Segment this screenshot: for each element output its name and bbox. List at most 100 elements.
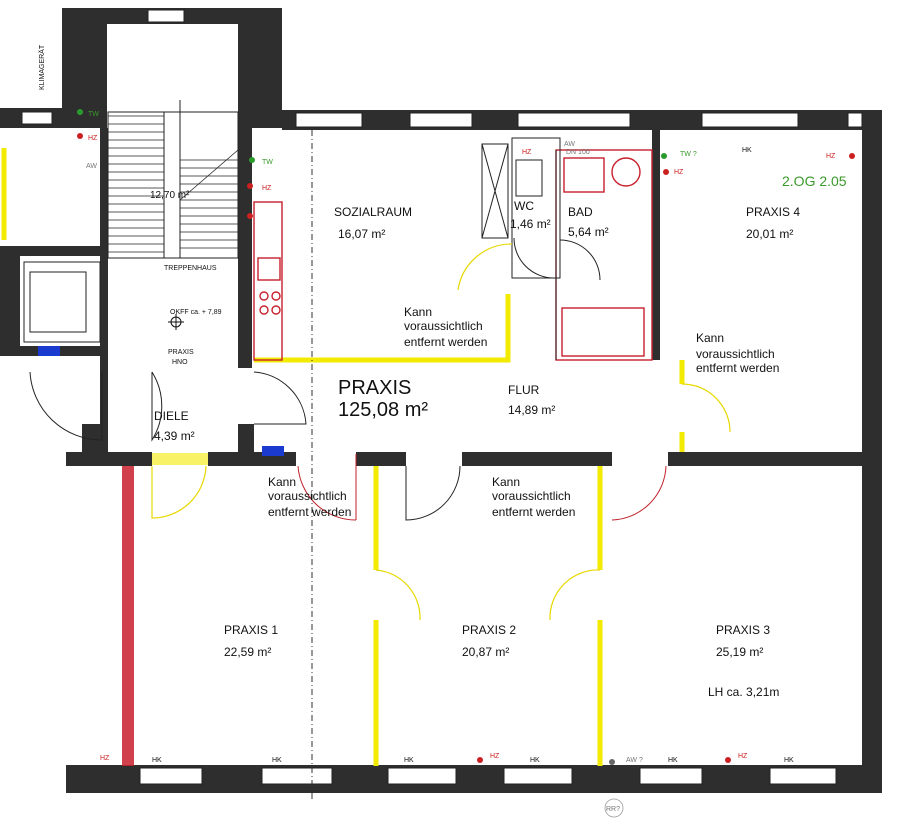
klimagerat-label: KLIMAGERÄT: [38, 44, 46, 90]
ceiling-height: LH ca. 3,21m: [708, 685, 779, 699]
hob: [259, 291, 269, 301]
note-line2: voraussichtlich: [696, 347, 775, 361]
note-line2: voraussichtlich: [268, 489, 347, 503]
windows: [21, 111, 863, 785]
wc-outline: [511, 137, 561, 279]
tw-pipe-icon: [77, 109, 83, 115]
electric-box: [38, 346, 60, 356]
tw-label: TW: [262, 159, 273, 166]
total-name: PRAXIS: [338, 377, 411, 399]
room-area-sozialraum: 16,07 m²: [338, 227, 385, 241]
note-line3: entfernt werden: [696, 361, 779, 375]
door-swing: [375, 569, 421, 621]
hk-label: HK: [784, 757, 794, 764]
hk-label: HK: [272, 757, 282, 764]
door-swing: [681, 383, 731, 433]
toilet: [611, 157, 641, 187]
hz-pipe-icon: [663, 169, 669, 175]
okff-label: OKFF ca. + 7,89: [170, 309, 222, 316]
aw-pipe-icon: [609, 759, 615, 765]
hz-label: HZ: [88, 135, 98, 142]
right-wall: [862, 110, 882, 770]
window: [387, 767, 457, 785]
shaft-wall: [0, 246, 106, 256]
note-line3: entfernt werden: [404, 335, 487, 349]
corridor-wall: [462, 452, 612, 466]
stair-window: [147, 9, 185, 23]
room-area-praxis3: 25,19 m²: [716, 645, 763, 659]
stair-right-wall: [238, 128, 252, 368]
window: [409, 112, 473, 128]
pillar: [82, 424, 104, 454]
aw-label: AW: [86, 163, 97, 170]
room-area-wc: 1,46 m²: [510, 217, 551, 231]
rr-marker: [604, 798, 624, 818]
window: [261, 767, 333, 785]
door-swing: [513, 237, 555, 279]
hz-pipe-icon: [247, 213, 253, 219]
lift: [23, 261, 284, 456]
praxis1-left-wall: [122, 466, 134, 766]
labels: 2.OG 2.05 PRAXIS 125,08 m² SOZIALRAUM 16…: [38, 44, 847, 818]
washbasin: [563, 157, 605, 193]
note-line1: Kann: [404, 305, 432, 319]
aw-q-label: AW ?: [626, 757, 643, 764]
shaft-wall: [0, 256, 20, 346]
room-name-praxis1: PRAXIS 1: [224, 623, 278, 637]
window: [639, 767, 703, 785]
window: [139, 767, 203, 785]
window: [701, 112, 799, 128]
pipe-markers: [77, 109, 855, 765]
hk-label: HK: [668, 757, 678, 764]
window: [21, 111, 53, 125]
room-name-sozialraum: SOZIALRAUM: [334, 205, 412, 219]
hob: [271, 305, 281, 315]
hz-pipe-icon: [247, 183, 253, 189]
corridor-wall: [356, 452, 406, 466]
electric-box: [262, 446, 284, 456]
door-swing: [151, 371, 163, 442]
hob: [259, 305, 269, 315]
hz-pipe-icon: [849, 153, 855, 159]
room-area-praxis4: 20,01 m²: [746, 227, 793, 241]
tw-q-label: TW ?: [680, 151, 697, 158]
room-name-praxis2: PRAXIS 2: [462, 623, 516, 637]
lift-inner: [29, 271, 87, 333]
shaft: [481, 143, 509, 239]
removable-door-opening: [152, 453, 208, 465]
note-line2: voraussichtlich: [492, 489, 571, 503]
dn-label: DN 100: [566, 149, 590, 156]
tw-label: TW: [88, 111, 99, 118]
hk-label: HK: [742, 147, 752, 154]
door-swing: [297, 465, 357, 521]
hk-label: HK: [404, 757, 414, 764]
room-area-flur: 14,89 m²: [508, 403, 555, 417]
inner-walls: [0, 128, 864, 766]
room-name-flur: FLUR: [508, 383, 540, 397]
hz-pipe-icon: [77, 133, 83, 139]
floor-label: 2.OG 2.05: [782, 173, 847, 189]
staircase: [107, 100, 239, 259]
hz-label: HZ: [738, 753, 748, 760]
hz-pipe-icon: [477, 757, 483, 763]
door-swing: [405, 465, 461, 521]
hz-label: HZ: [490, 753, 500, 760]
stair-tower-left-wall: [62, 8, 107, 108]
window: [503, 767, 573, 785]
note-line2: voraussichtlich: [404, 319, 483, 333]
kitchen-counter: [253, 201, 283, 361]
note-line3: entfernt werden: [492, 505, 575, 519]
praxis4-wall: [652, 128, 660, 360]
note-line1: Kann: [492, 475, 520, 489]
tw-pipe-icon: [249, 157, 255, 163]
room-area-diele: 4,39 m²: [154, 429, 195, 443]
treppenhaus-label: TREPPENHAUS: [164, 265, 217, 272]
note-line1: Kann: [268, 475, 296, 489]
hz-label: HZ: [826, 153, 836, 160]
room-name-bad: BAD: [568, 205, 593, 219]
removable-walls: [1, 148, 685, 766]
pillar: [238, 424, 254, 454]
room-name-wc: WC: [514, 199, 534, 213]
shower: [561, 307, 645, 357]
